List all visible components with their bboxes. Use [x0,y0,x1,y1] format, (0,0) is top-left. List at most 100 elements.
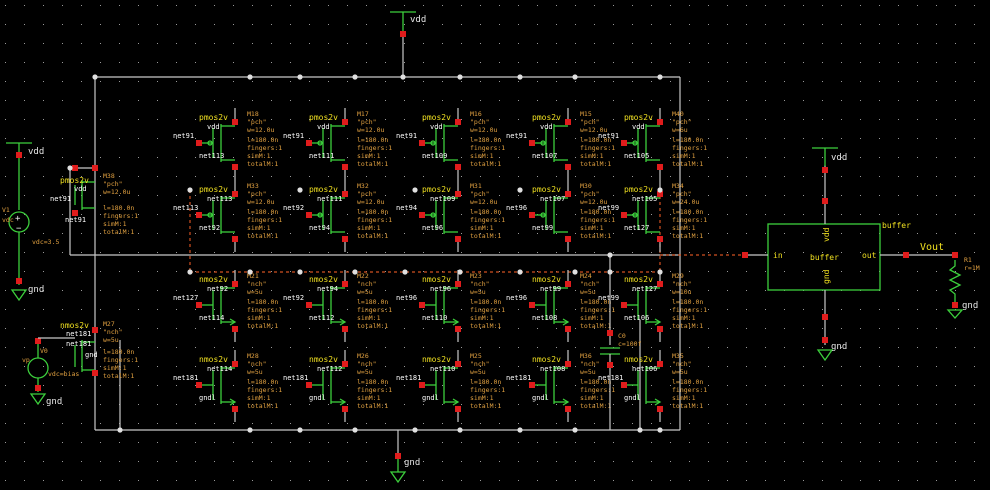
transistor-M31[interactable]: pmos2vnet109net94net96M31"pch"w=12.0ul=1… [396,180,505,252]
vp-source[interactable]: V0 vp vdc=bias gnd [22,337,79,407]
transistor-M18[interactable]: pmos2vvddnet91net113M18"pch"w=12.0ul=180… [173,108,282,180]
net-label: gndl [624,394,641,402]
grid-dot [613,385,614,386]
transistor-M29[interactable]: nmos2vnet127net99net106M29"nch"w=10ul=18… [598,270,707,342]
grid-dot [252,366,253,367]
transistor-M17[interactable]: pmos2vvddnet91net111M17"pch"w=12.0ul=180… [283,108,392,180]
grid-dot [404,423,405,424]
grid-dot [100,271,101,272]
junction-dot [607,252,613,258]
grid-dot [233,290,234,291]
net-label: net92 [283,294,304,302]
grid-dot [917,195,918,196]
grid-dot [822,366,823,367]
resistor-R1[interactable]: R1 r=1M gnd [946,252,980,319]
device-fingers: fingers:1 [580,216,615,224]
grid-dot [119,214,120,215]
vdc-source[interactable]: + − vdd gnd V1 vdc vdc=3.5 [2,142,59,302]
grid-dot [689,423,690,424]
junction-dot [657,269,663,275]
transistor-M40[interactable]: pmos2vvddnet91net105M40"pch"w=6ul=180.0n… [598,108,707,180]
left-nmos-M27[interactable]: nmos2v net181 net181 gnd M27 "nch" w=5u … [60,320,138,380]
grid-dot [575,385,576,386]
grid-dot [518,461,519,462]
grid-dot [347,81,348,82]
transistor-M16[interactable]: pmos2vvddnet91net109M16"pch"w=12.0ul=180… [396,108,505,180]
buffer-block[interactable]: vdd gnd buffer buffer in out vdd gnd [742,147,955,362]
vdd-supply-top[interactable]: vdd [390,11,426,77]
grid-dot [252,423,253,424]
transistor-M24[interactable]: nmos2vnet99net96net108M24"nch"w=5ul=180.… [506,270,615,342]
transistor-M22[interactable]: nmos2vnet94net92net112M22"nch"w=5ul=180.… [283,270,392,342]
junction-dot [297,187,303,193]
grid-dot [119,5,120,6]
buffer-center-label: buffer [810,253,839,262]
grid-dot [252,385,253,386]
grid-dot [898,309,899,310]
grid-dot [651,214,652,215]
net-label: net113 [173,204,198,212]
capacitor-C0[interactable]: C0 c=100f [600,255,642,430]
transistor-M32[interactable]: pmos2vnet111net92net94M32"pch"w=12.0ul=1… [283,180,392,252]
grid-dot [917,176,918,177]
grid-dot [518,195,519,196]
grid-dot [537,176,538,177]
grid-dot [708,24,709,25]
grid-dot [860,442,861,443]
transistor-M23[interactable]: nmos2vnet96net96net110M23"nch"w=5ul=180.… [396,270,505,342]
transistor-M34[interactable]: pmos2vnet105net99net127M34"pch"w=24.0ul=… [598,180,707,252]
transistor-M25[interactable]: nmos2vnet110net181gndlM25"nch"w=5ul=180.… [396,350,505,422]
grid-dot [974,290,975,291]
transistor-M15[interactable]: pmos2vvddnet91net107M15"pch"w=12.0ul=180… [506,108,615,180]
grid-dot [537,309,538,310]
transistor-M30[interactable]: pmos2vnet107net96net99M30"pch"w=12.0ul=1… [506,180,615,252]
device-inst: M24 [580,272,592,280]
left-pmos-net-top: vdd [74,185,87,193]
grid-dot [518,233,519,234]
grid-dot [632,233,633,234]
grid-dot [233,423,234,424]
grid-dot [974,461,975,462]
grid-dot [670,195,671,196]
grid-dot [746,290,747,291]
grid-dot [195,366,196,367]
grid-dot [62,214,63,215]
gnd-supply-bottom[interactable]: gnd [389,430,420,484]
grid-dot [974,176,975,177]
transistor-M28[interactable]: nmos2vnet114net181gndlM28"nch"w=5ul=180.… [173,350,282,422]
transistor-M36[interactable]: nmos2vnet108net181gndlM36"nch"w=5ul=180.… [506,350,615,422]
grid-dot [480,290,481,291]
grid-dot [917,309,918,310]
grid-dot [461,252,462,253]
grid-dot [841,271,842,272]
grid-dot [556,480,557,481]
grid-dot [461,385,462,386]
grid-dot [309,195,310,196]
grid-dot [708,119,709,120]
grid-dot [480,43,481,44]
transistor-M35[interactable]: nmos2vnet106net181gndlM35"nch"w=5ul=180.… [598,350,707,422]
grid-dot [879,157,880,158]
grid-dot [841,195,842,196]
transistor-M33[interactable]: pmos2vnet113net113net92M33"pch"w=12.0ul=… [173,180,282,252]
grid-dot [404,366,405,367]
grid-dot [803,442,804,443]
grid-dot [119,157,120,158]
grid-dot [404,43,405,44]
grid-dot [62,195,63,196]
grid-dot [803,271,804,272]
junction-dot [400,74,406,80]
transistor-M26[interactable]: nmos2vnet112net181gndlM26"nch"w=5ul=180.… [283,350,392,422]
grid-dot [138,271,139,272]
grid-dot [328,404,329,405]
grid-dot [746,385,747,386]
junction-dot [297,269,303,275]
grid-dot [252,24,253,25]
grid-dot [81,81,82,82]
transistor-M21[interactable]: nmos2vnet92net127net114M21"nch"w=5ul=180… [173,270,282,342]
left-pmos-M38[interactable]: pmos2v vdd net91 net91 M38 "pch" w=12.0u… [50,165,138,236]
grid-dot [974,366,975,367]
grid-dot [461,290,462,291]
grid-dot [461,214,462,215]
